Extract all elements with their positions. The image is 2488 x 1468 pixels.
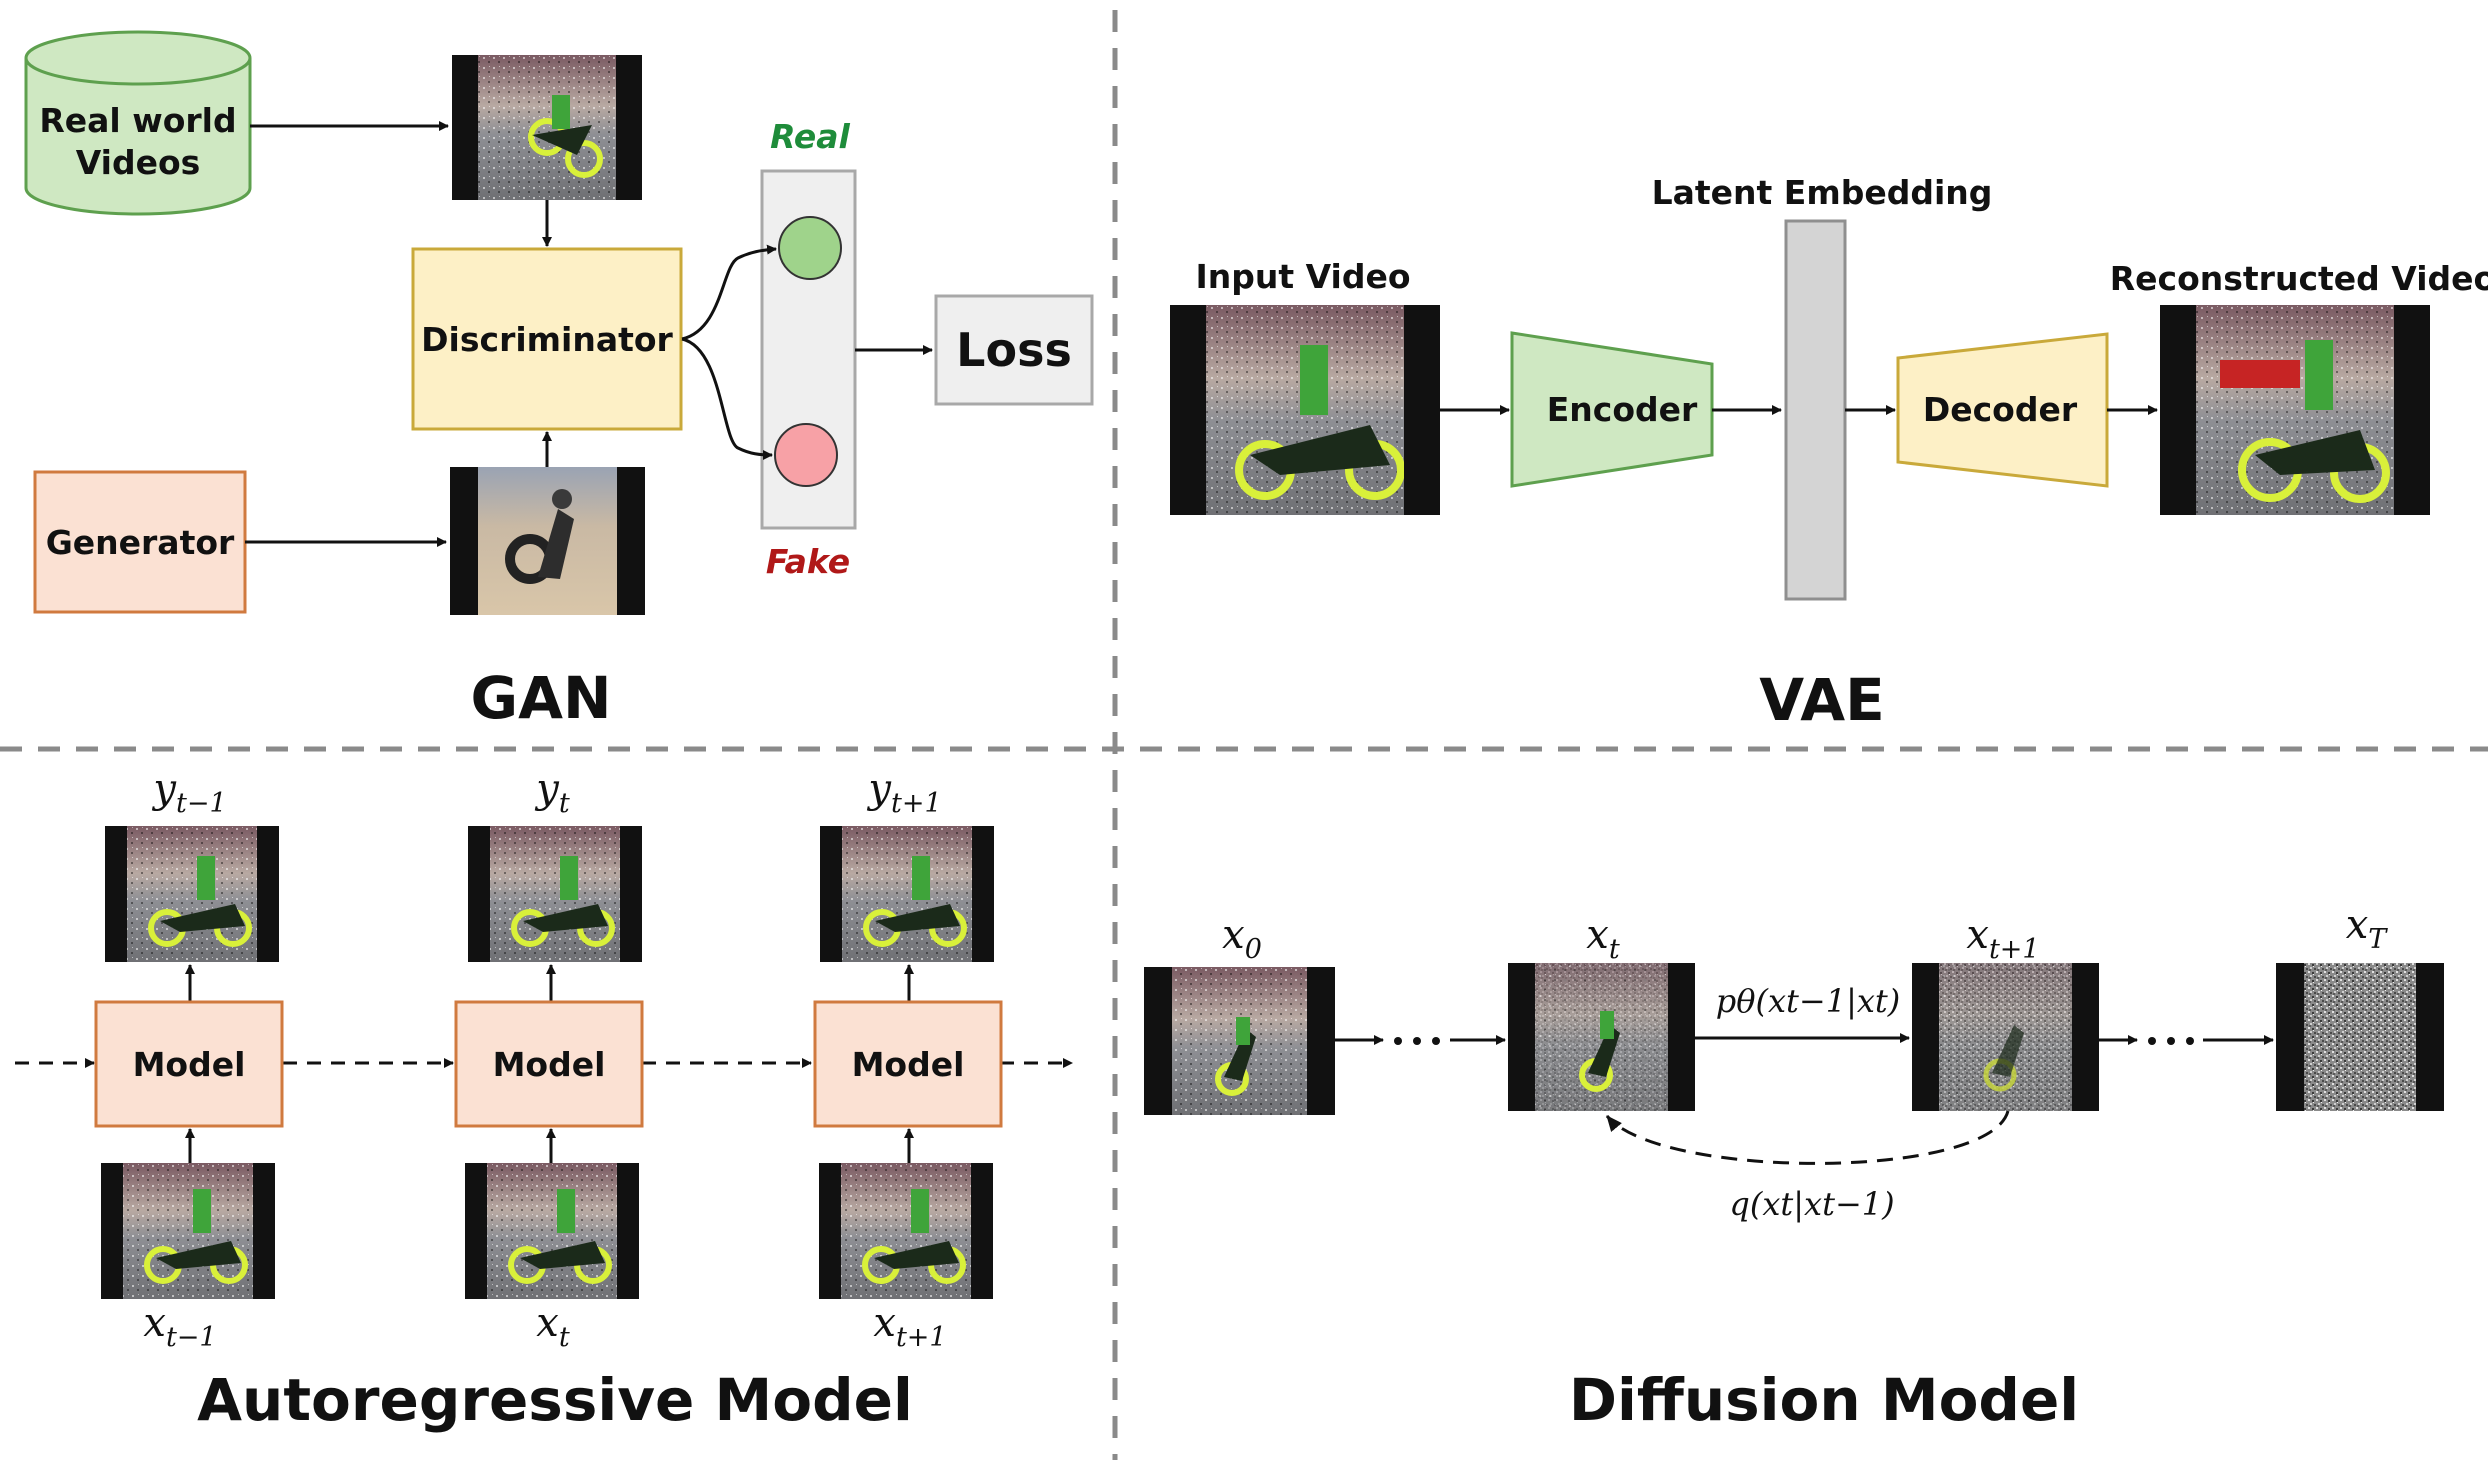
loss-label: Loss — [956, 323, 1072, 377]
diffusion-label-x0: x0 — [1222, 912, 1262, 965]
diffusion-frame-xt-plus-1 — [1912, 963, 2099, 1111]
diffusion-frame-xT — [2276, 963, 2444, 1111]
diffusion-label-xt1: xt+1 — [1966, 912, 2039, 965]
ar-input-label-1: xt−1 — [143, 1300, 216, 1353]
ar-model-label-1: Model — [133, 1045, 246, 1084]
ar-input-frame-1 — [101, 1163, 275, 1299]
decoder-label: Decoder — [1923, 390, 2078, 429]
ar-output-frame-2 — [468, 826, 642, 962]
diffusion-frame-x0 — [1144, 967, 1335, 1115]
ar-output-frame-1 — [105, 826, 279, 962]
latent-embedding-label: Latent Embedding — [1652, 173, 1993, 212]
autoregressive-panel: Model Model — [15, 766, 1073, 1434]
encoder-shape — [1510, 331, 1714, 488]
reconstructed-video-label: Reconstructed Video — [2110, 259, 2488, 298]
arrow-discriminator-to-real — [681, 244, 777, 341]
input-video-label: Input Video — [1195, 257, 1410, 296]
ar-output-frame-3 — [820, 826, 994, 962]
fake-label: Fake — [766, 542, 850, 581]
real-output-circle — [778, 216, 842, 280]
ar-output-label-1: yt−1 — [151, 766, 226, 819]
vae-title: VAE — [1759, 666, 1884, 734]
ar-model-label-3: Model — [852, 1045, 965, 1084]
gan-title: GAN — [470, 664, 611, 732]
encoder-label: Encoder — [1547, 390, 1698, 429]
ar-output-label-3: yt+1 — [866, 766, 941, 819]
real-video-thumbnail — [452, 55, 642, 200]
database-label-line1: Real world — [39, 101, 236, 140]
database-label-line2: Videos — [76, 143, 201, 182]
diffusion-frame-xt — [1508, 963, 1695, 1111]
diffusion-forward-arrow — [1605, 1110, 2010, 1165]
reconstructed-video-thumbnail — [2160, 305, 2430, 515]
ar-input-label-2: xt — [536, 1300, 570, 1353]
ar-input-label-3: xt+1 — [873, 1300, 946, 1353]
diffusion-panel: x0 xt xt+1 xT pθ(xt−1|xt) q(xt|xt−1) Dif… — [1144, 902, 2444, 1434]
real-label: Real — [770, 117, 850, 156]
ar-unit-3: Model — [813, 826, 1003, 1299]
ar-input-frame-2 — [465, 1163, 639, 1299]
ellipsis-dot — [2167, 1037, 2175, 1045]
ar-unit-1: Model — [94, 826, 284, 1299]
vae-panel: Latent Embedding Input Video Reconstruct… — [1170, 173, 2488, 734]
generator-box — [33, 470, 247, 614]
ellipsis-dot — [1432, 1037, 1440, 1045]
loss-box — [934, 294, 1094, 406]
ellipsis-dot — [2186, 1037, 2194, 1045]
ar-input-frame-3 — [819, 1163, 993, 1299]
ellipsis-dot — [1413, 1037, 1421, 1045]
ar-model-box-1 — [94, 1000, 284, 1128]
fake-video-thumbnail — [450, 467, 645, 615]
arrow-discriminator-to-fake — [681, 337, 773, 460]
diffusion-title: Diffusion Model — [1569, 1366, 2079, 1434]
discriminator-box — [411, 247, 683, 431]
input-video-thumbnail — [1170, 305, 1440, 515]
autoregressive-title: Autoregressive Model — [197, 1366, 913, 1434]
reverse-process-label: pθ(xt−1|xt) — [1716, 982, 1900, 1020]
ellipsis-dot — [2148, 1037, 2156, 1045]
forward-process-label: q(xt|xt−1) — [1729, 1185, 1894, 1223]
ar-model-box-3 — [813, 1000, 1003, 1128]
real-world-videos-database: Real world Videos — [24, 30, 252, 216]
diffusion-label-xt: xt — [1586, 912, 1620, 965]
latent-embedding-bar — [1784, 219, 1847, 601]
ellipsis-dot — [1394, 1037, 1402, 1045]
ar-model-box-2 — [454, 1000, 644, 1128]
ar-unit-2: Model — [454, 826, 644, 1299]
discriminator-label: Discriminator — [421, 320, 673, 359]
ar-output-label-2: yt — [534, 766, 570, 819]
decoder-shape — [1896, 332, 2109, 488]
fake-output-circle — [774, 423, 838, 487]
ar-model-label-2: Model — [493, 1045, 606, 1084]
generator-label: Generator — [46, 523, 235, 562]
gan-panel: Real world Videos Discriminator — [24, 30, 1094, 732]
diffusion-label-xT: xT — [2346, 902, 2389, 955]
